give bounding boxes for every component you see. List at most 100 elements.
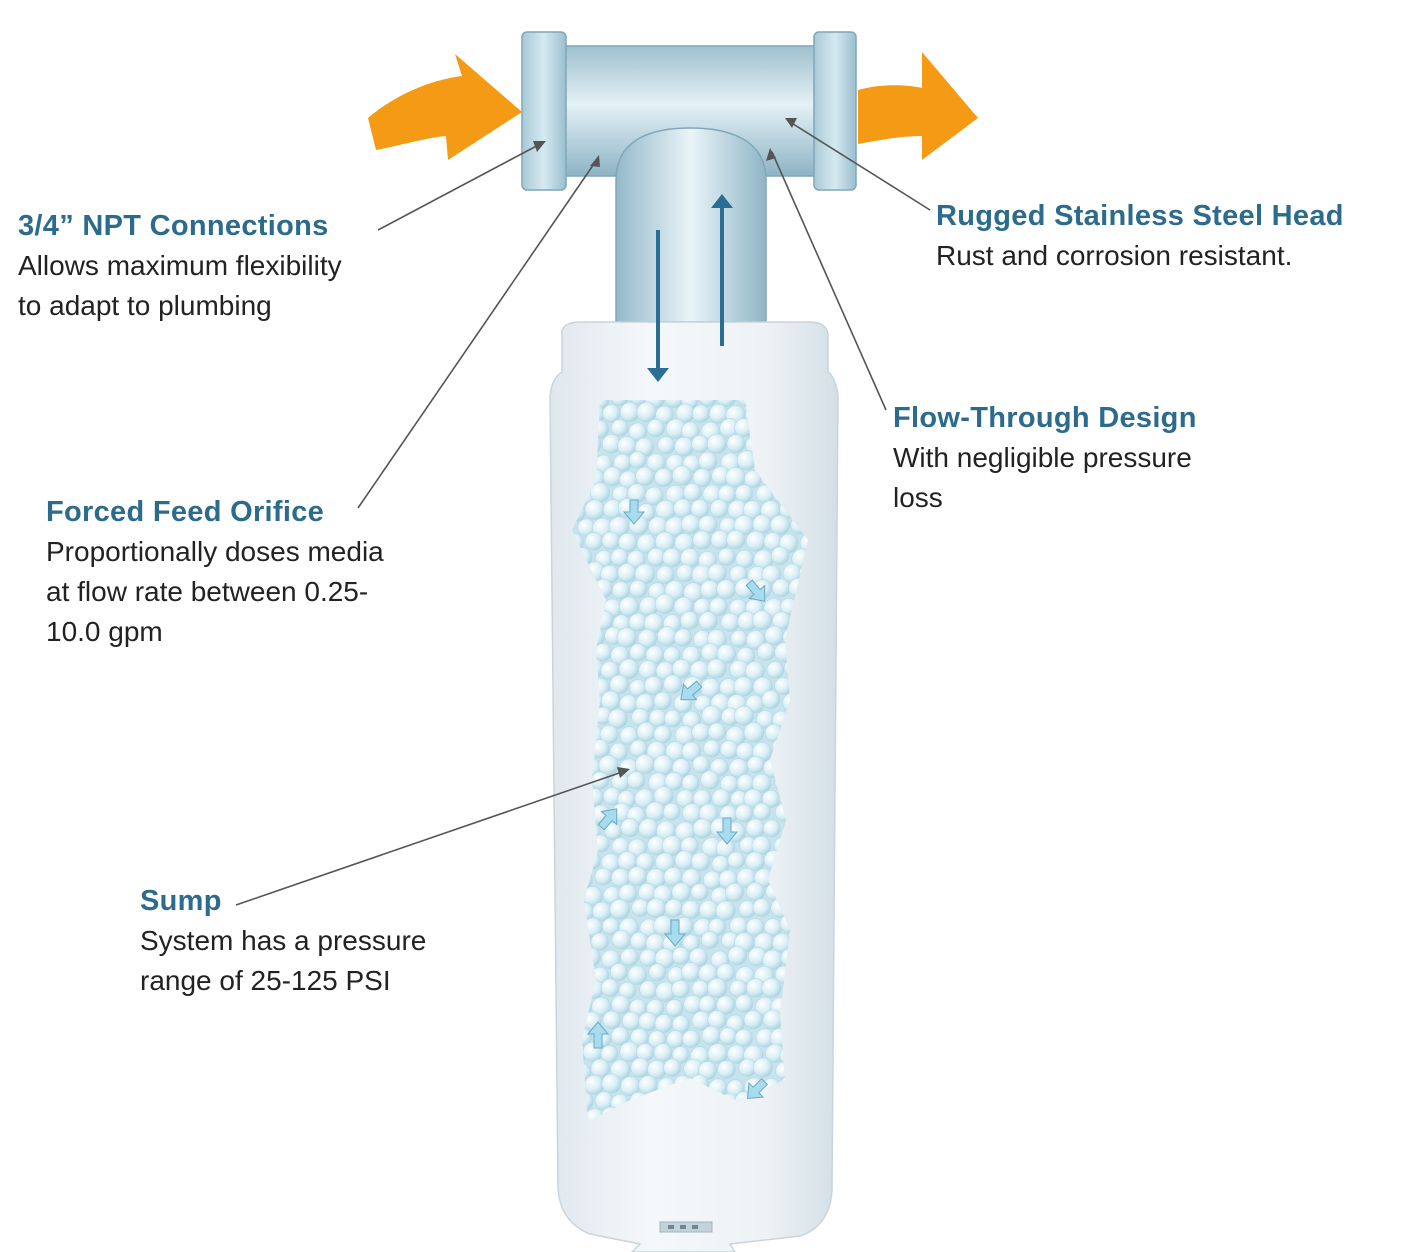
media-bead — [743, 1010, 763, 1030]
media-bead — [762, 819, 781, 838]
media-bead — [666, 1030, 685, 1049]
callout-title: Forced Feed Orifice — [46, 496, 325, 528]
media-bead — [655, 405, 674, 425]
media-bead — [627, 771, 646, 790]
media-bead — [690, 883, 709, 902]
media-bead — [707, 722, 727, 741]
media-bead — [671, 946, 690, 965]
leader-arrowheads — [533, 118, 797, 778]
media-bead — [636, 401, 657, 423]
media-bead — [681, 962, 701, 982]
media-bead — [745, 851, 765, 872]
media-bead — [734, 803, 754, 823]
media-bead — [698, 611, 718, 631]
media-bead — [616, 627, 637, 648]
media-bead — [709, 499, 729, 519]
media-bead — [761, 690, 781, 709]
callout-description: Allows maximum flexibility to adapt to p… — [18, 250, 342, 321]
media-bead — [716, 963, 736, 983]
media-bead — [609, 899, 631, 920]
media-bead — [654, 593, 676, 614]
media-bead — [700, 770, 720, 790]
media-bead — [699, 400, 718, 407]
media-bead — [711, 788, 731, 808]
media-bead — [593, 643, 612, 662]
media-bead — [691, 434, 710, 453]
media-bead — [752, 898, 771, 917]
media-bead — [617, 563, 637, 583]
media-bead — [627, 965, 647, 985]
media-bead — [665, 999, 684, 1018]
callout-steel-head: Rugged Stainless Steel Head Rust and cor… — [936, 196, 1396, 276]
media-bead — [726, 434, 746, 454]
media-bead — [692, 530, 712, 550]
media-bead — [609, 742, 628, 762]
media-bead — [638, 818, 659, 839]
media-bead — [618, 596, 640, 617]
media-bead — [636, 722, 656, 742]
media-bead — [628, 451, 647, 469]
callout-title: 3/4” NPT Connections — [18, 210, 329, 242]
callout-title: Rugged Stainless Steel Head — [936, 200, 1344, 232]
media-bead — [752, 610, 773, 631]
media-bead — [690, 499, 710, 519]
media-bead — [664, 898, 684, 918]
media-bead — [664, 400, 685, 408]
media-bead — [599, 724, 619, 744]
media-bead — [716, 995, 736, 1015]
media-bead — [725, 467, 746, 488]
media-bead — [674, 436, 695, 457]
media-bead — [673, 628, 693, 647]
media-bead — [653, 691, 672, 710]
media-bead — [609, 674, 630, 695]
media-bead — [690, 851, 711, 872]
media-bead — [727, 851, 746, 870]
media-bead — [663, 674, 683, 694]
media-flow-arrows — [586, 499, 769, 1100]
media-bead — [601, 531, 620, 550]
media-bead — [766, 661, 785, 679]
media-bead — [663, 709, 682, 728]
media-bead — [663, 1058, 682, 1077]
media-bead — [680, 611, 699, 630]
media-bead — [644, 486, 664, 506]
media-bead — [627, 866, 648, 887]
media-bead — [753, 1057, 773, 1078]
media-bead — [671, 465, 693, 486]
steel-head — [521, 31, 857, 323]
media-bead — [653, 1043, 673, 1063]
media-bead — [691, 404, 710, 423]
media-bead — [716, 644, 737, 664]
media-bead — [752, 802, 771, 821]
media-bead — [657, 626, 678, 647]
media-bead — [720, 612, 740, 632]
media-bead — [610, 1026, 630, 1046]
media-bead — [600, 978, 620, 998]
media-bead — [634, 754, 656, 775]
media-bead — [655, 565, 675, 585]
media-bead — [671, 979, 690, 999]
media-bead — [698, 451, 718, 471]
media-bead — [602, 1010, 622, 1030]
media-bead — [681, 1029, 701, 1049]
media-bead — [769, 514, 791, 536]
media-bead — [643, 676, 663, 696]
callout-sump: Sump System has a pressure range of 25-1… — [140, 881, 540, 1001]
media-bead — [719, 739, 739, 759]
media-bead — [620, 948, 639, 967]
media-bead — [733, 705, 754, 726]
media-bead — [653, 725, 672, 744]
media-bead — [762, 1009, 783, 1030]
media-bead — [663, 646, 681, 665]
media-bead — [734, 994, 754, 1013]
media-bead — [654, 1014, 674, 1033]
media-bead — [590, 932, 609, 951]
media-bead — [730, 629, 749, 648]
media-bead — [717, 1060, 736, 1079]
media-bead — [630, 1057, 651, 1078]
media-bead — [671, 1046, 690, 1064]
media-bead — [590, 771, 610, 790]
media-bead — [734, 1028, 753, 1048]
media-bead — [637, 628, 658, 649]
media-bead — [719, 1027, 738, 1046]
